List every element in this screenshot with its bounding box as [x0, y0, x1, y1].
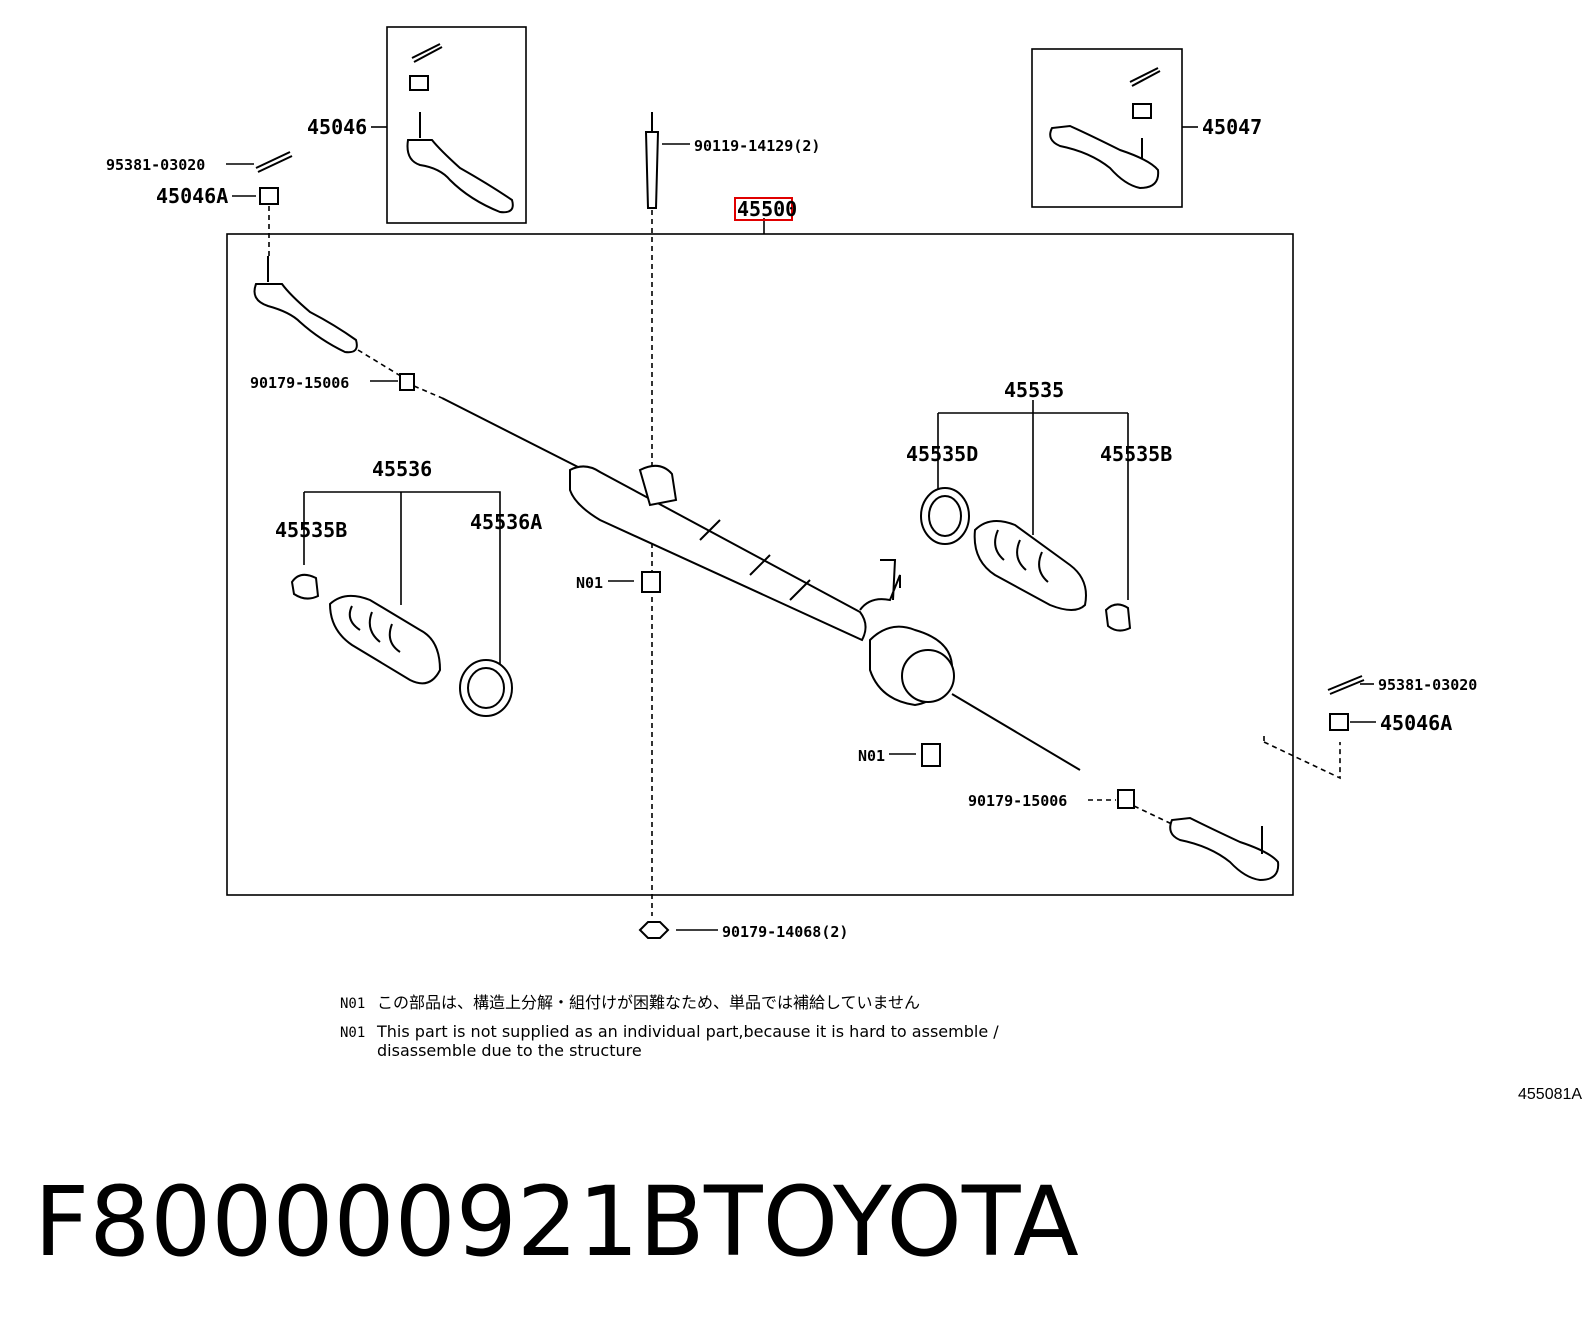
- part-label-90179-15006-left[interactable]: 90179-15006: [250, 374, 349, 392]
- part-label-45535B-right[interactable]: 45535B: [1100, 442, 1172, 466]
- part-label-45046A-right[interactable]: 45046A: [1380, 711, 1452, 735]
- footer-part-number: F800000921B: [34, 1166, 705, 1278]
- part-label-45535[interactable]: 45535: [1004, 378, 1064, 402]
- note-english-line1: This part is not supplied as an individu…: [376, 1022, 999, 1041]
- part-label-90179-15006-right[interactable]: 90179-15006: [968, 792, 1067, 810]
- assembly-frame: [226, 233, 1294, 896]
- n01-label-lower[interactable]: N01: [858, 747, 885, 765]
- note-english-line2: disassemble due to the structure: [377, 1041, 642, 1060]
- note-code-jp: N01: [340, 996, 365, 1012]
- note-code-en: N01: [340, 1025, 365, 1041]
- part-label-45047[interactable]: 45047: [1202, 115, 1262, 139]
- part-label-45535B-left[interactable]: 45535B: [275, 518, 347, 542]
- figure-code: 455081A: [1518, 1086, 1582, 1103]
- part-label-45500[interactable]: 45500: [737, 197, 797, 221]
- part-label-45536A[interactable]: 45536A: [470, 510, 542, 534]
- part-label-95381-left[interactable]: 95381-03020: [106, 156, 205, 174]
- note-japanese: この部品は、構造上分解・組付けが困難なため、単品では補給していません: [377, 993, 920, 1012]
- part-label-95381-right[interactable]: 95381-03020: [1378, 676, 1477, 694]
- inset-box-45047: [1031, 48, 1183, 208]
- inset-box-45046: [386, 26, 527, 224]
- n01-label-upper[interactable]: N01: [576, 574, 603, 592]
- part-label-45535D[interactable]: 45535D: [906, 442, 978, 466]
- highlight-box[interactable]: [734, 197, 793, 221]
- part-label-45046A-left[interactable]: 45046A: [156, 184, 228, 208]
- part-label-90119[interactable]: 90119-14129(2): [694, 137, 820, 155]
- part-label-90179-14068[interactable]: 90179-14068(2): [722, 923, 848, 941]
- footer-brand: TOYOTA: [703, 1166, 1079, 1278]
- part-label-45046[interactable]: 45046: [307, 115, 367, 139]
- part-label-45536[interactable]: 45536: [372, 457, 432, 481]
